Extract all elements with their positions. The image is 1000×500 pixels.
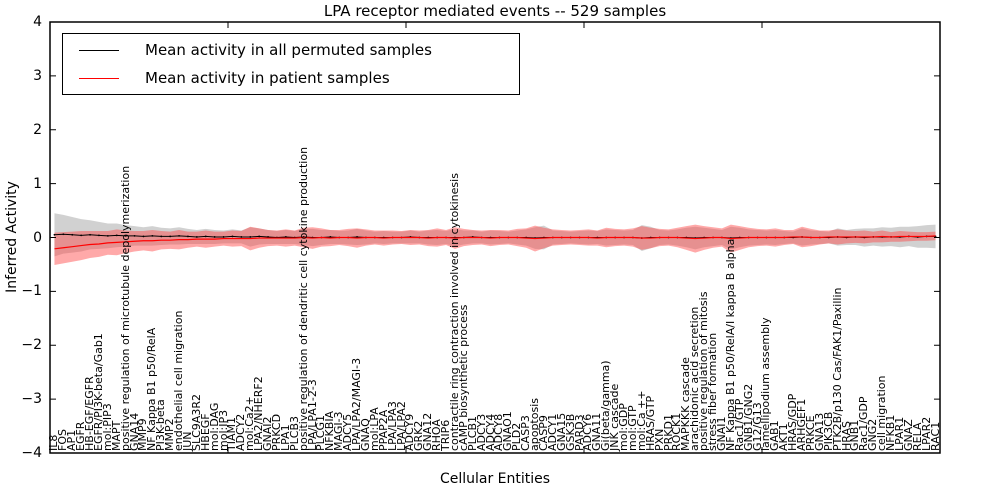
permuted-marker <box>169 235 172 238</box>
permuted-marker <box>98 234 100 237</box>
permuted-marker <box>231 235 234 238</box>
permuted-marker <box>151 234 154 237</box>
legend-label-permuted: Mean activity in all permuted samples <box>145 41 432 59</box>
y-tick-label: 3 <box>33 67 42 84</box>
permuted-marker <box>222 236 225 238</box>
permuted-marker <box>133 234 136 237</box>
legend: Mean activity in all permuted samples Me… <box>62 33 520 95</box>
y-tick-label: 1 <box>33 175 42 192</box>
permuted-marker <box>284 236 287 238</box>
legend-row-permuted: Mean activity in all permuted samples <box>63 36 519 64</box>
y-tick-label: −1 <box>21 283 42 300</box>
legend-row-patient: Mean activity in patient samples <box>63 64 519 92</box>
legend-label-patient: Mean activity in patient samples <box>145 69 390 87</box>
permuted-marker <box>195 236 198 238</box>
permuted-marker <box>187 235 189 238</box>
permuted-marker <box>258 235 261 238</box>
entity-label: positive regulation of microtubule depol… <box>118 165 132 451</box>
entity-label: RAC1 <box>928 421 942 451</box>
permuted-marker <box>53 233 56 236</box>
permuted-marker <box>106 234 109 237</box>
patient-mean-line <box>54 235 936 250</box>
x-axis-label: Cellular Entities <box>439 471 551 487</box>
permuted-marker <box>178 234 180 237</box>
permuted-line-swatch <box>79 49 119 51</box>
permuted-marker <box>142 235 145 238</box>
y-tick-label: −3 <box>21 391 42 408</box>
permuted-marker <box>267 236 269 238</box>
axes-frame <box>49 21 941 454</box>
y-tick-label: −4 <box>21 445 42 461</box>
entity-label: endothelial cell migration <box>172 310 186 451</box>
patient-band <box>54 224 936 265</box>
permuted-marker <box>213 236 216 238</box>
permuted-band <box>54 213 936 257</box>
permuted-marker <box>80 234 83 237</box>
y-tick-label: 2 <box>33 121 42 138</box>
permuted-marker <box>124 234 127 237</box>
permuted-marker <box>240 236 243 238</box>
patient-line-swatch <box>79 77 119 79</box>
permuted-marker <box>89 233 91 236</box>
permuted-marker <box>204 235 207 238</box>
y-tick-label: 0 <box>33 229 42 246</box>
permuted-marker <box>71 233 74 236</box>
permuted-marker <box>249 236 252 238</box>
y-tick-label: 4 <box>33 14 42 30</box>
permuted-marker <box>160 235 163 238</box>
chart-title: LPA receptor mediated events -- 529 samp… <box>323 2 667 20</box>
permuted-marker <box>115 234 118 237</box>
permuted-marker <box>62 233 65 236</box>
y-tick-label: −2 <box>21 337 42 354</box>
